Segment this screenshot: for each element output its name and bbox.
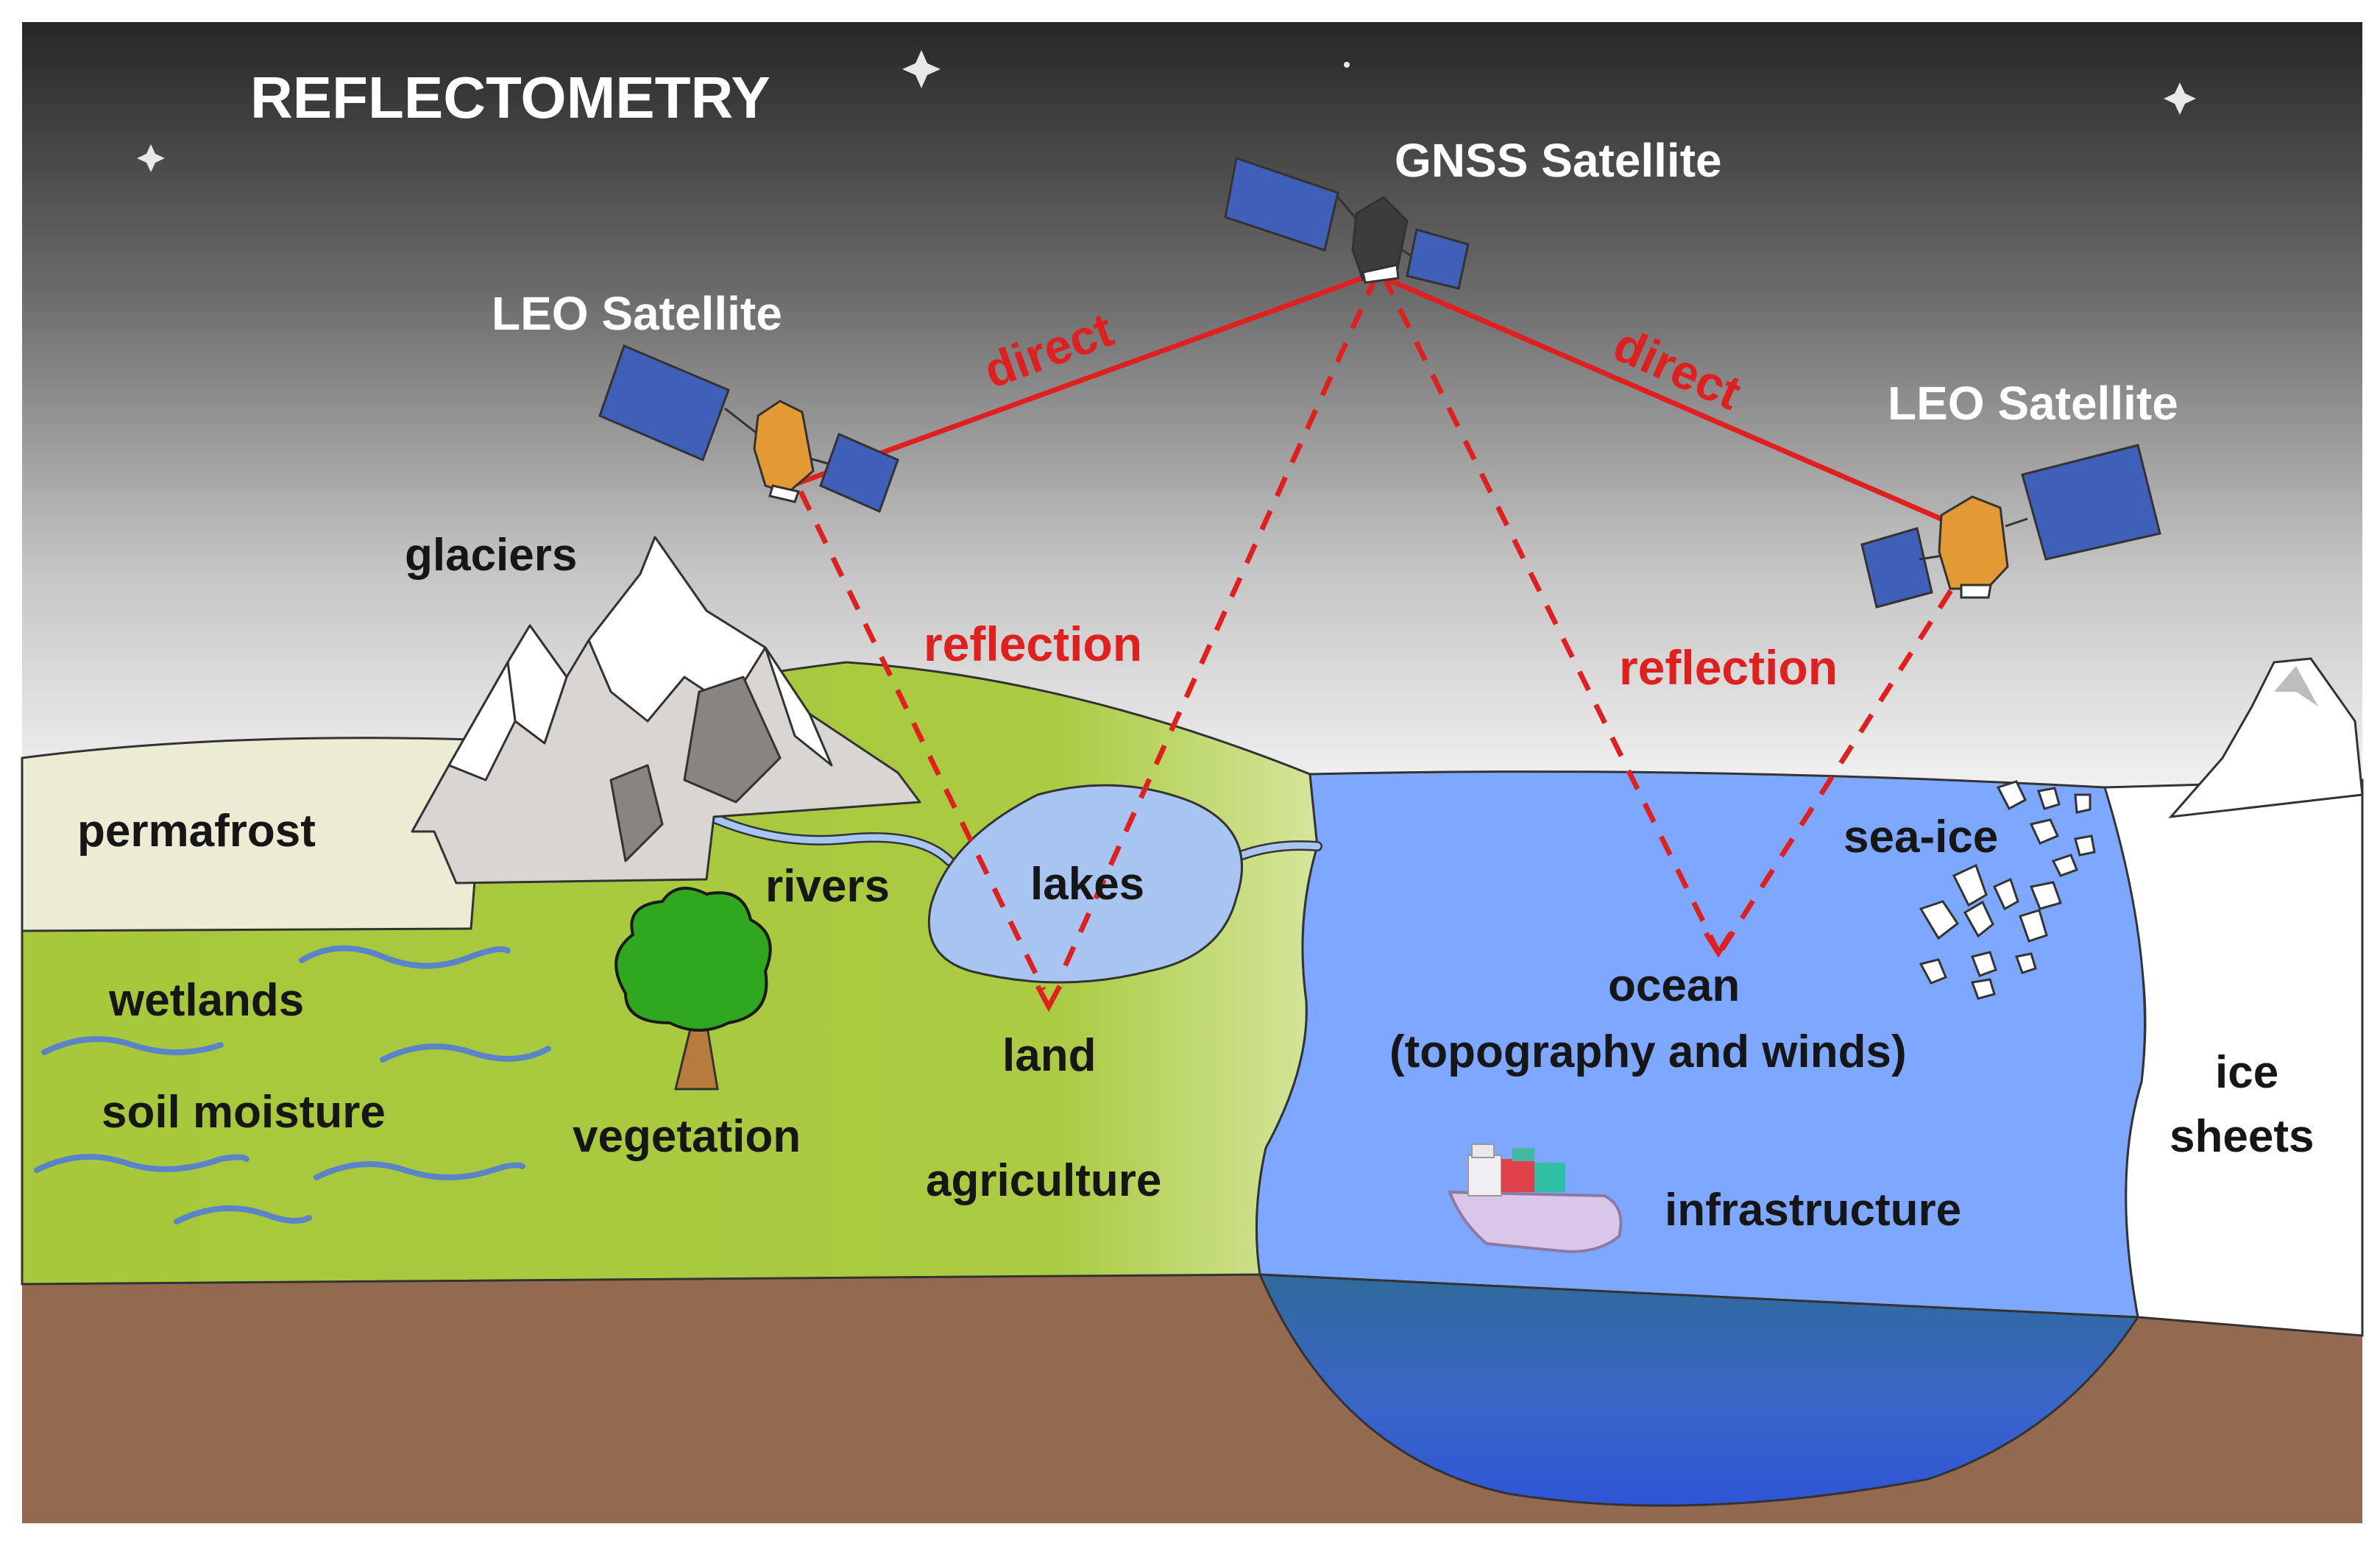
river [1233, 842, 1321, 861]
reflection-to-leo-left [798, 490, 1046, 991]
wetlands-label: wetlands [108, 975, 304, 1026]
direct-signals [790, 271, 1968, 533]
ice-chunk [1993, 877, 2019, 911]
sea-ice-label: sea-ice [1844, 812, 1998, 862]
sea-ice-chunks [1919, 780, 2096, 1000]
reflection-incident-right [1381, 274, 1720, 951]
wave-line [299, 945, 511, 969]
ice-chunk [2074, 834, 2096, 857]
ice-chunk [1996, 780, 2027, 811]
vegetation-label: vegetation [573, 1111, 801, 1162]
glaciers-label: glaciers [405, 530, 577, 581]
solar-panel [598, 344, 730, 462]
direct-signal-right [1373, 271, 1968, 533]
ice-chunk [2019, 909, 2048, 943]
agriculture-label: agriculture [926, 1155, 1161, 1206]
sky [22, 22, 2362, 802]
leo-satellite-right-label: LEO Satellite [1888, 377, 2178, 430]
wave-line [380, 1043, 551, 1063]
reflection-incident-left [1060, 274, 1379, 971]
lakes-label: lakes [1030, 859, 1144, 910]
glacier-mountains [411, 536, 921, 885]
reflection-label-left: reflection [924, 617, 1142, 671]
star-icon [902, 50, 941, 88]
ice-chunk [2037, 787, 2061, 810]
ice-peak-shadow [2274, 666, 2318, 706]
ice-chunk [1919, 958, 1947, 985]
star-icon [2164, 82, 2196, 115]
reflection-signals [798, 274, 1961, 991]
ice-chunk [1970, 978, 1996, 1000]
gnss-satellite-icon [1224, 157, 1470, 290]
ice-chunk [1970, 951, 1997, 977]
star-icon [137, 144, 165, 172]
soil-moisture-label: soil moisture [102, 1087, 386, 1138]
ice-peak [2168, 657, 2364, 818]
rivers-label: rivers [765, 861, 890, 912]
permafrost-region [21, 737, 487, 932]
star-icon [1344, 62, 1350, 68]
ocean-label: ocean [1608, 960, 1740, 1011]
leo-satellite-right-icon [1860, 444, 2161, 609]
stars [137, 50, 2196, 172]
leo-satellite-left-label: LEO Satellite [492, 287, 782, 340]
wave-line [174, 1205, 312, 1224]
deep-ocean-basin [1258, 1273, 2140, 1507]
direct-signal-left [790, 271, 1376, 489]
ice-chunk [1952, 863, 1988, 907]
ice-chunk [2029, 818, 2060, 845]
specular-point-ocean-arrow [1704, 932, 1733, 958]
specular-point-land-arrow [1035, 985, 1063, 1013]
ocean-detail-label: (topography and winds) [1389, 1027, 1907, 1077]
permafrost-label: permafrost [77, 806, 316, 857]
river [699, 809, 953, 865]
tree-icon [615, 887, 772, 1091]
diagram-title: REFLECTOMETRY [250, 65, 771, 130]
reflection-label-right: reflection [1619, 640, 1838, 695]
solar-panel [1406, 228, 1470, 290]
ship-icon [1448, 1144, 1623, 1253]
land-label: land [1002, 1030, 1096, 1081]
ice-chunk [1963, 900, 1994, 938]
ice-chunk [2014, 952, 2037, 974]
infrastructure-label: infrastructure [1665, 1185, 1961, 1236]
ice-chunk [2074, 793, 2092, 814]
solar-panel [2021, 444, 2161, 561]
lake [927, 784, 1243, 984]
ice-chunk [1919, 900, 1960, 940]
gnss-satellite-label: GNSS Satellite [1395, 134, 1722, 187]
wave-line [41, 1036, 224, 1055]
ice-chunk [2051, 854, 2078, 877]
solar-panel [1860, 527, 1933, 609]
ice-sheets-label-line1: ice [2215, 1047, 2278, 1098]
ice-chunk [2029, 881, 2062, 910]
solar-panel [1224, 157, 1339, 252]
wave-line [34, 1154, 249, 1173]
ice-sheets-label-line2: sheets [2170, 1111, 2314, 1162]
moisture-waves [34, 945, 551, 1224]
leo-satellite-left-icon [598, 344, 899, 514]
wave-line [314, 1161, 525, 1180]
solar-panel [819, 432, 899, 514]
